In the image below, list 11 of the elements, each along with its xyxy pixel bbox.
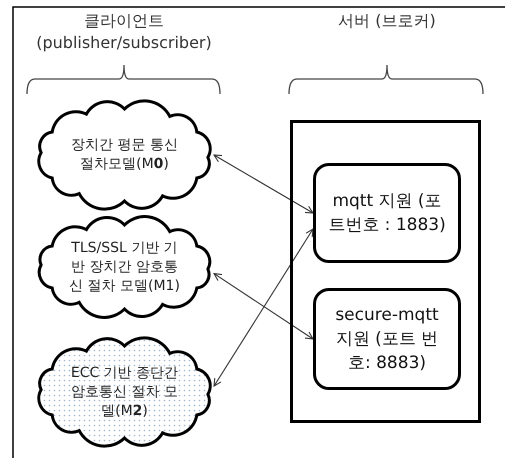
- double-arrow: [213, 273, 314, 340]
- service-box: mqtt 지원 (포트번호 : 1883): [313, 163, 461, 263]
- service-box: secure-mqtt 지원 (포트 번호: 8883): [313, 288, 461, 390]
- cloud-text: ECC 기반 종단간 암호통신 절차 모델(M2): [70, 364, 180, 420]
- cloud-text: TLS/SSL 기반 기반 장치간 암호통신 절차 모델(M1): [68, 238, 180, 296]
- heading-label: 클라이언트 (publisher/subscriber): [35, 10, 213, 54]
- heading-label: 서버 (브로커): [337, 10, 437, 32]
- double-arrow: [213, 154, 314, 214]
- double-arrow: [213, 228, 314, 387]
- server-box: [290, 120, 481, 423]
- cloud-text: 장치간 평문 통신 절차모델(M0): [70, 136, 179, 174]
